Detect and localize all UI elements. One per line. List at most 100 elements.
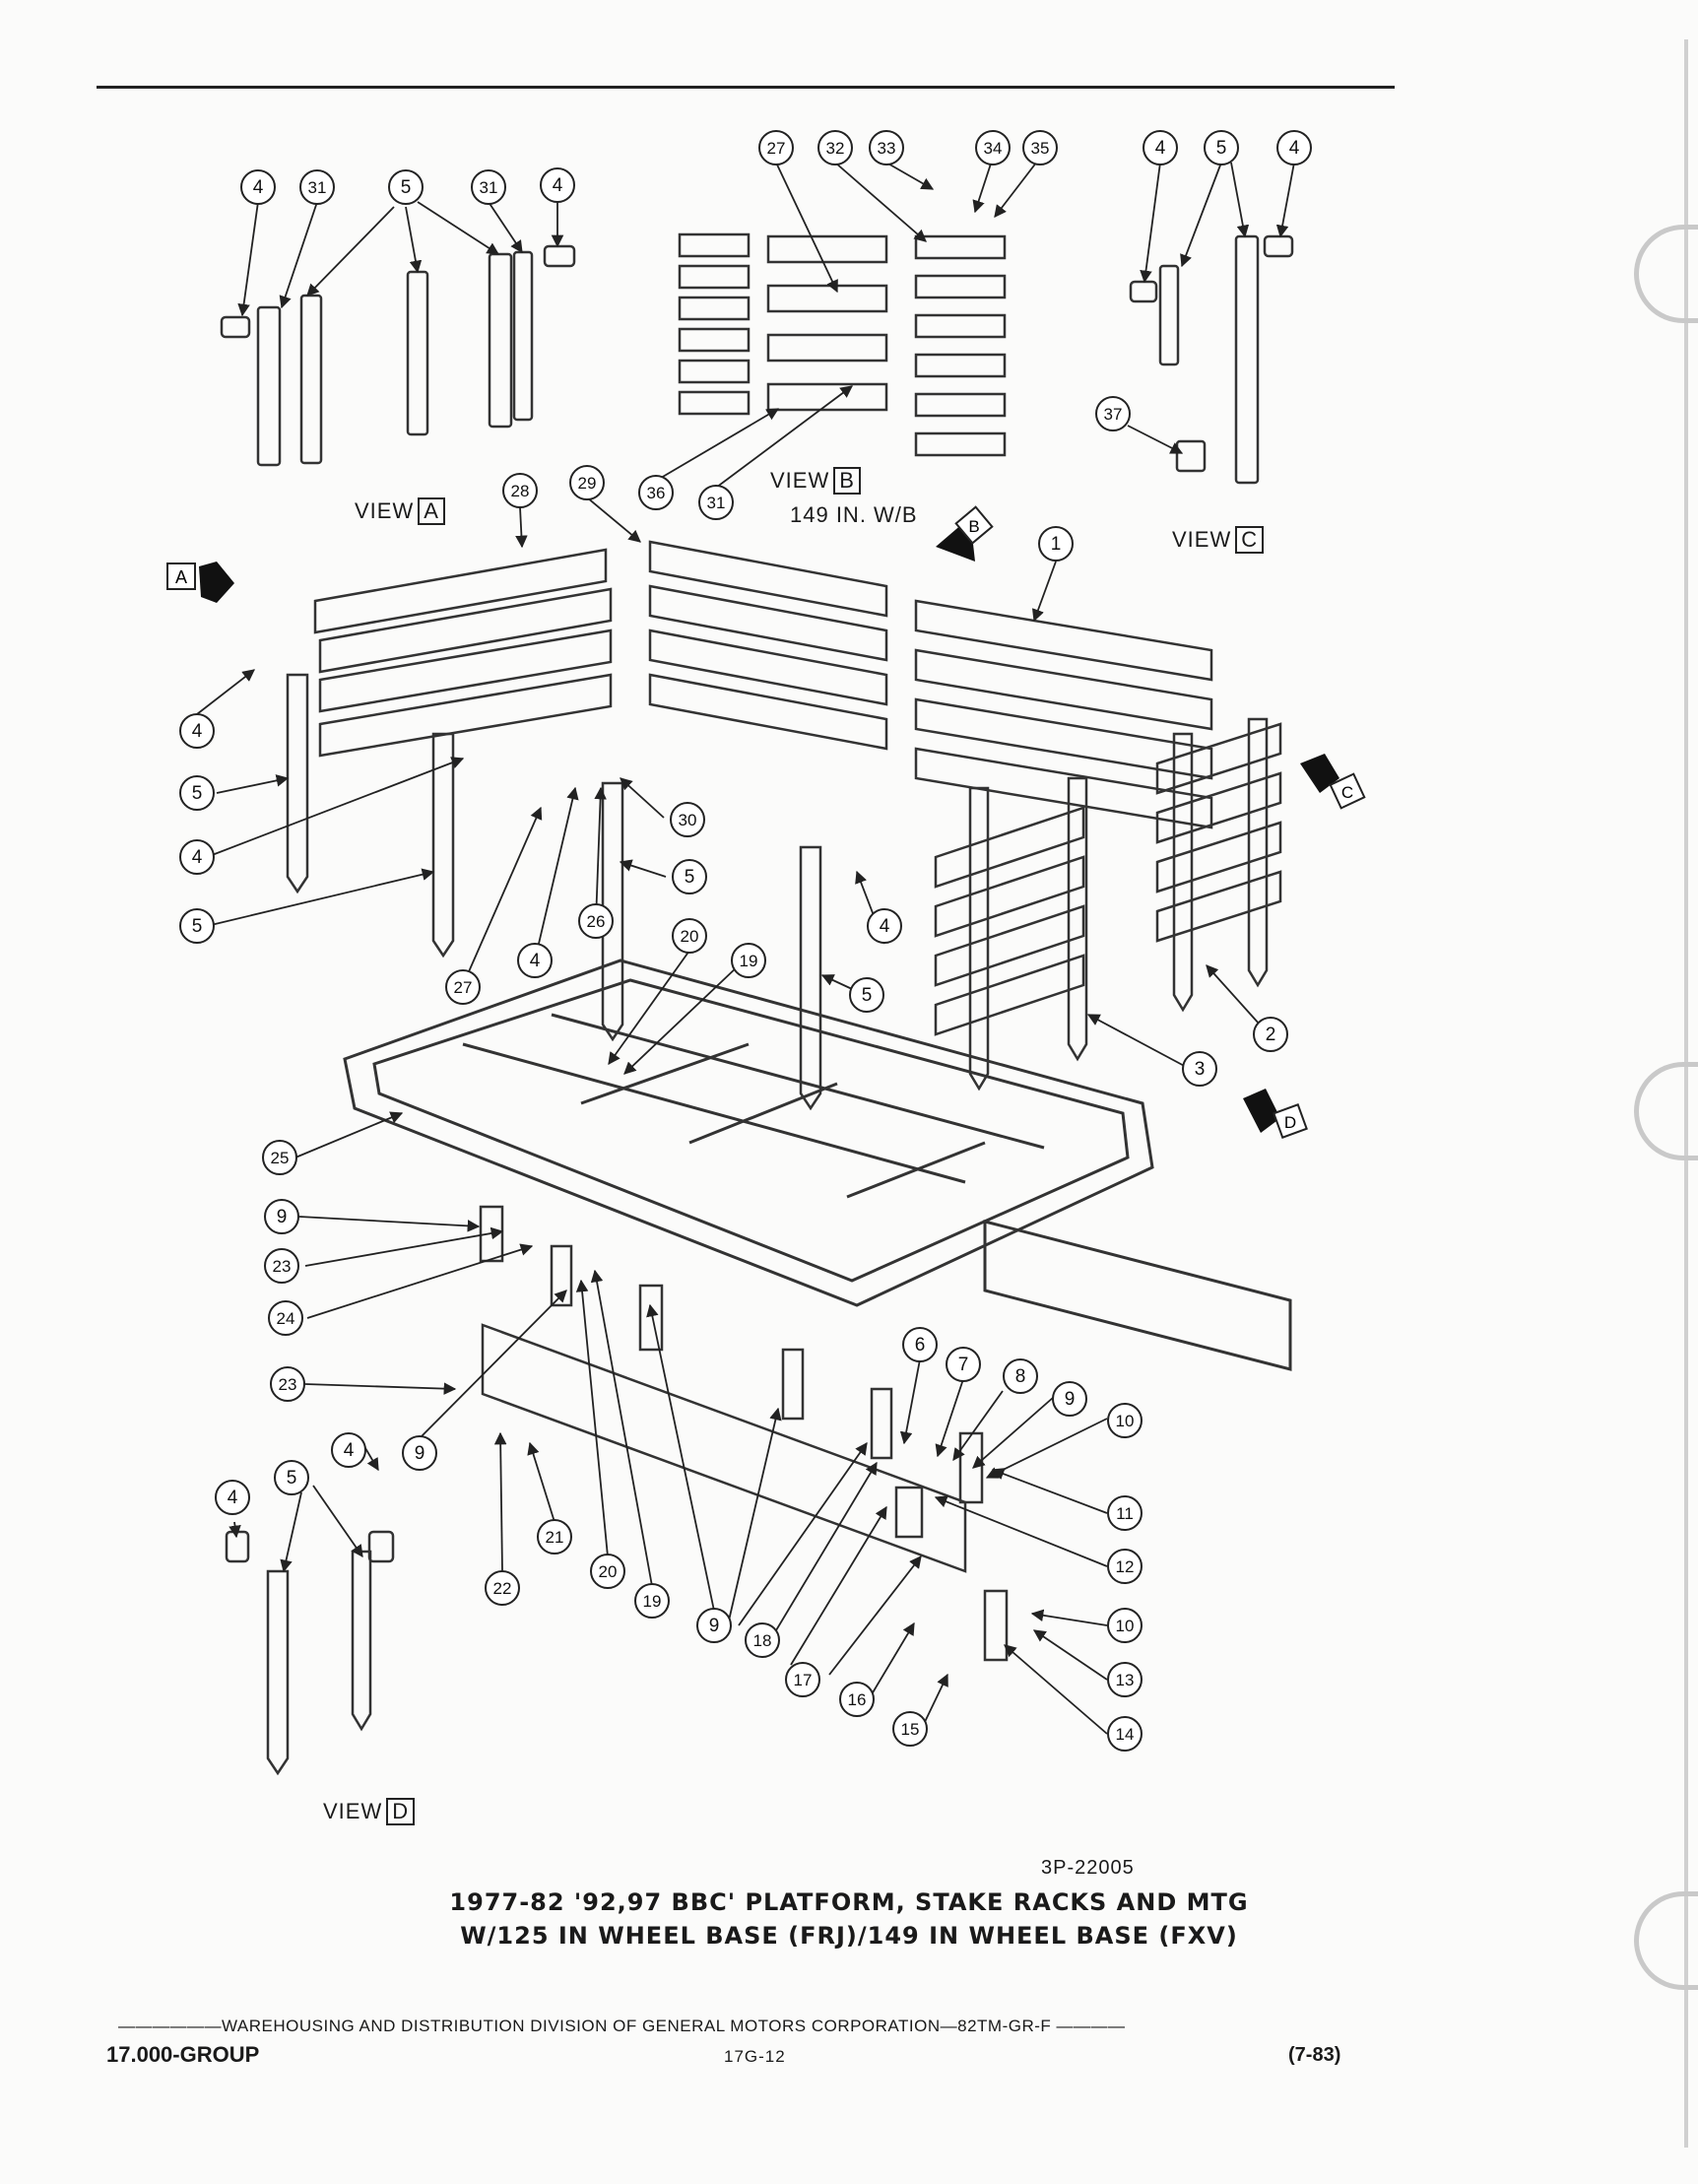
callout-number: 35 bbox=[1031, 139, 1050, 158]
group-number: 17.000-GROUP bbox=[106, 2042, 260, 2067]
callout-27: 27 bbox=[445, 969, 481, 1005]
callout-number: 17 bbox=[794, 1671, 813, 1689]
callout-number: 18 bbox=[753, 1631, 772, 1650]
callout-number: 5 bbox=[685, 867, 695, 888]
top-rule bbox=[97, 86, 1395, 89]
callout-31: 31 bbox=[299, 169, 335, 205]
callout-number: 9 bbox=[277, 1207, 288, 1227]
callout-number: 26 bbox=[587, 912, 606, 931]
callout-number: 10 bbox=[1116, 1617, 1135, 1635]
callout-circle bbox=[388, 169, 424, 205]
callout-4: 4 bbox=[867, 908, 902, 944]
view-d-stakes bbox=[266, 1550, 372, 1776]
callout-circle bbox=[696, 1608, 732, 1643]
callout-4: 4 bbox=[240, 169, 276, 205]
callout-18: 18 bbox=[745, 1622, 780, 1658]
callout-circle bbox=[1143, 130, 1178, 165]
callout-circle bbox=[1095, 396, 1131, 431]
callout-15: 15 bbox=[892, 1711, 928, 1747]
callout-number: 4 bbox=[880, 916, 890, 937]
callout-number: 9 bbox=[709, 1616, 720, 1636]
callout-31: 31 bbox=[698, 485, 734, 520]
callout-19: 19 bbox=[634, 1583, 670, 1619]
callout-circle bbox=[274, 1460, 309, 1495]
callout-number: 16 bbox=[848, 1690, 867, 1709]
callout-circle bbox=[1253, 1017, 1288, 1052]
view-b-racks bbox=[678, 232, 1007, 457]
callout-20: 20 bbox=[590, 1554, 625, 1589]
callout-circle bbox=[1276, 130, 1312, 165]
callout-number: 5 bbox=[862, 985, 873, 1006]
callout-33: 33 bbox=[869, 130, 904, 165]
callout-9: 9 bbox=[264, 1199, 299, 1234]
callout-number: 4 bbox=[192, 847, 203, 868]
callout-4: 4 bbox=[179, 713, 215, 749]
callout-23: 23 bbox=[264, 1248, 299, 1284]
callout-number: 19 bbox=[740, 952, 758, 970]
callout-9: 9 bbox=[402, 1435, 437, 1471]
callout-9: 9 bbox=[696, 1608, 732, 1643]
callout-number: 4 bbox=[553, 175, 563, 196]
callout-number: 21 bbox=[546, 1528, 564, 1547]
callout-circle bbox=[1107, 1549, 1143, 1584]
callout-circle bbox=[471, 169, 506, 205]
callout-circle bbox=[892, 1711, 928, 1747]
callout-circle bbox=[179, 908, 215, 944]
callout-number: 32 bbox=[826, 139, 845, 158]
callout-circle bbox=[1107, 1662, 1143, 1697]
callout-4: 4 bbox=[540, 167, 575, 203]
view-a-text: VIEW bbox=[355, 498, 415, 523]
callout-23: 23 bbox=[270, 1366, 305, 1402]
callout-number: 19 bbox=[643, 1592, 662, 1611]
callout-number: 8 bbox=[1015, 1366, 1026, 1387]
callout-number: 24 bbox=[277, 1309, 295, 1328]
callout-circle bbox=[569, 465, 605, 500]
callout-13: 13 bbox=[1107, 1662, 1143, 1697]
callout-4: 4 bbox=[1143, 130, 1178, 165]
callout-circle bbox=[745, 1622, 780, 1658]
callout-circle bbox=[1107, 1716, 1143, 1752]
callout-34: 34 bbox=[975, 130, 1011, 165]
platform-frame bbox=[343, 959, 1292, 1371]
callout-number: 12 bbox=[1116, 1557, 1135, 1576]
callout-26: 26 bbox=[578, 903, 614, 939]
page-number: 17G-12 bbox=[724, 2047, 786, 2066]
callout-circle bbox=[672, 859, 707, 894]
callout-number: 20 bbox=[599, 1562, 618, 1581]
callout-circle bbox=[1022, 130, 1058, 165]
callout-number: 4 bbox=[530, 951, 541, 971]
callout-number: 30 bbox=[679, 811, 697, 829]
callout-24: 24 bbox=[268, 1300, 303, 1336]
callout-circle bbox=[849, 977, 884, 1013]
callout-25: 25 bbox=[262, 1140, 297, 1175]
callout-circle bbox=[270, 1366, 305, 1402]
callout-circle bbox=[179, 839, 215, 875]
callout-number: 29 bbox=[578, 474, 597, 493]
callout-number: 1 bbox=[1051, 534, 1062, 555]
callout-circle bbox=[670, 802, 705, 837]
callout-9: 9 bbox=[1052, 1381, 1087, 1417]
callout-number: 5 bbox=[1216, 138, 1227, 159]
callout-circle bbox=[672, 918, 707, 954]
callout-circle bbox=[537, 1519, 572, 1555]
callout-37: 37 bbox=[1095, 396, 1131, 431]
view-b-arrow-marker: B bbox=[936, 505, 994, 562]
callout-6: 6 bbox=[902, 1327, 938, 1362]
callout-circle bbox=[268, 1300, 303, 1336]
callout-number: 23 bbox=[279, 1375, 297, 1394]
callout-5: 5 bbox=[1204, 130, 1239, 165]
callout-10: 10 bbox=[1107, 1608, 1143, 1643]
callout-5: 5 bbox=[672, 859, 707, 894]
callout-number: 4 bbox=[1155, 138, 1166, 159]
callout-circle bbox=[215, 1480, 250, 1515]
revision-date: (7-83) bbox=[1288, 2044, 1341, 2066]
view-a-arrow-letter: A bbox=[175, 567, 187, 587]
callout-number: 4 bbox=[192, 721, 203, 742]
callout-29: 29 bbox=[569, 465, 605, 500]
view-c-text: VIEW bbox=[1172, 527, 1232, 552]
callout-number: 9 bbox=[415, 1443, 425, 1464]
callout-circle bbox=[1003, 1358, 1038, 1394]
